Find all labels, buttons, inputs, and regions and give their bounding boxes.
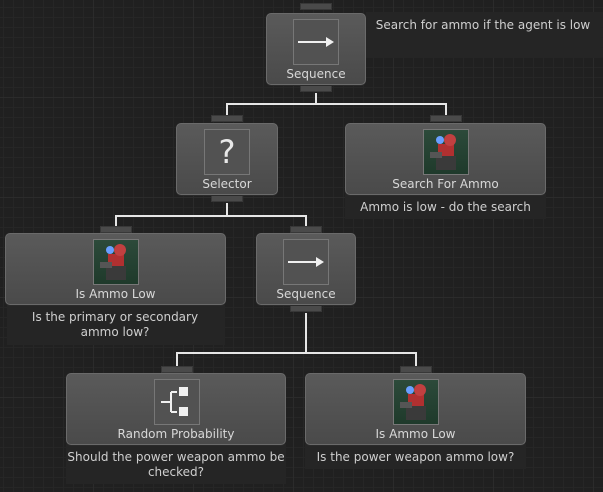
soldier-portrait-icon [423, 129, 469, 175]
input-port[interactable] [430, 115, 462, 122]
input-port[interactable] [100, 226, 132, 233]
node-title: Sequence [276, 287, 336, 301]
node-title: Random Probability [117, 427, 235, 441]
comment-background [66, 444, 286, 484]
input-port[interactable] [300, 3, 332, 10]
output-port[interactable] [290, 305, 322, 312]
node-comment: Is the power weapon ammo low? [316, 450, 515, 464]
node-title: Selector [202, 177, 252, 191]
random-probability-node[interactable]: Random Probability [66, 373, 286, 445]
is-ammo-low-node-1[interactable]: Is Ammo Low [5, 233, 226, 305]
selector-node[interactable]: ? Selector [176, 123, 278, 195]
input-port[interactable] [400, 366, 432, 373]
node-comment: Ammo is low - do the search [360, 200, 531, 214]
output-port[interactable] [300, 85, 332, 92]
comment-background [366, 12, 603, 58]
comment-background [305, 444, 526, 469]
input-port[interactable] [211, 115, 243, 122]
sequence-node-root[interactable]: Sequence [266, 13, 366, 85]
soldier-portrait-icon [93, 239, 139, 285]
node-title: Search For Ammo [392, 177, 499, 191]
comment-background [7, 305, 225, 345]
sequence-arrow-icon [283, 239, 329, 285]
node-title: Is Ammo Low [375, 427, 456, 441]
node-comment: Should the power weapon ammo be checked? [67, 450, 285, 479]
probability-branch-icon [154, 379, 200, 425]
output-port[interactable] [211, 195, 243, 202]
input-port[interactable] [290, 226, 322, 233]
node-title: Is Ammo Low [75, 287, 156, 301]
sequence-node-2[interactable]: Sequence [256, 233, 356, 305]
question-mark-icon: ? [204, 129, 250, 175]
sequence-arrow-icon [293, 19, 339, 65]
soldier-portrait-icon [393, 379, 439, 425]
comment-background [345, 194, 546, 219]
node-comment: Search for ammo if the agent is low [375, 18, 591, 32]
node-comment: Is the primary or secondary ammo low? [31, 310, 199, 339]
is-ammo-low-node-2[interactable]: Is Ammo Low [305, 373, 526, 445]
input-port[interactable] [161, 366, 193, 373]
node-title: Sequence [286, 67, 346, 81]
search-for-ammo-node[interactable]: Search For Ammo [345, 123, 546, 195]
